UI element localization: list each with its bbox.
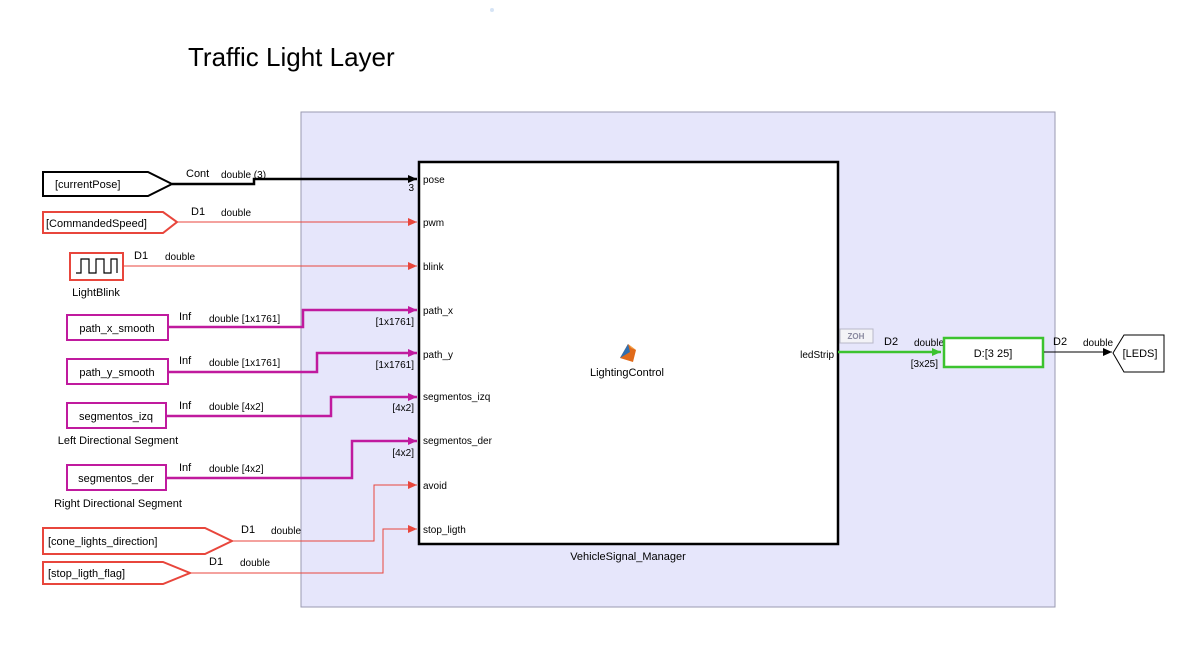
svg-text:segmentos_izq: segmentos_izq xyxy=(79,411,153,423)
signal-path-y-type: double [1x1761] xyxy=(209,358,280,369)
signal-segmentos-izq-dim: [4x2] xyxy=(392,403,414,414)
signal-path-y-line[interactable] xyxy=(168,349,417,374)
signal-path-x-dim: [1x1761] xyxy=(376,317,415,328)
zoh-badge: ZOH xyxy=(839,328,874,344)
signal-pose-dim: 3 xyxy=(408,183,414,194)
signal-segmentos-izq-type: double [4x2] xyxy=(209,402,264,413)
svg-text:[stop_ligth_flag]: [stop_ligth_flag] xyxy=(48,568,125,580)
segmentos-der-source[interactable]: segmentos_der xyxy=(66,464,167,491)
data-type-conversion-block[interactable]: D:[3 25] xyxy=(942,336,1045,369)
main-block-name: VehicleSignal_Manager xyxy=(570,551,686,563)
signal-path-y-dim: [1x1761] xyxy=(376,360,415,371)
signal-segmentos-der-type: double [4x2] xyxy=(209,464,264,475)
svg-text:path_y_smooth: path_y_smooth xyxy=(79,367,154,379)
signal-avoid-type: double xyxy=(271,526,301,537)
svg-text:ZOH: ZOH xyxy=(848,332,865,341)
signal-blink-rate: D1 xyxy=(134,250,148,262)
svg-text:[LEDS]: [LEDS] xyxy=(1123,348,1158,360)
svg-text:[currentPose]: [currentPose] xyxy=(55,179,120,191)
signal-avoid-rate: D1 xyxy=(241,524,255,536)
light-blink-caption: LightBlink xyxy=(72,287,120,299)
signal-path-x-rate: Inf xyxy=(179,311,192,323)
signal-pose-line[interactable] xyxy=(172,175,417,186)
signal-blink-type: double xyxy=(165,252,195,263)
path-x-smooth-source[interactable]: path_x_smooth xyxy=(66,314,169,341)
signal-segmentos-izq-rate: Inf xyxy=(179,400,192,412)
port-stop-ligth-label: stop_ligth xyxy=(423,525,466,536)
signal-path-x-type: double [1x1761] xyxy=(209,314,280,325)
signal-avoid-line[interactable] xyxy=(232,481,417,542)
matlab-logo-icon xyxy=(620,344,636,362)
port-segmentos-der-label: segmentos_der xyxy=(423,436,493,447)
signal-leds-type: double xyxy=(1083,338,1113,349)
port-path-y-label: path_y xyxy=(423,350,453,361)
signal-pose-type: double (3) xyxy=(221,170,266,181)
signal-segmentos-izq-line[interactable] xyxy=(166,393,417,418)
signal-segmentos-der-line[interactable] xyxy=(166,437,417,480)
signal-ledstrip-dim: [3x25] xyxy=(911,359,938,370)
signal-segmentos-der-rate: Inf xyxy=(179,462,192,474)
segmentos-izq-caption: Left Directional Segment xyxy=(58,435,178,447)
diagram-title: Traffic Light Layer xyxy=(188,42,395,72)
segmentos-der-caption: Right Directional Segment xyxy=(54,498,182,510)
signal-stop-ligth-line[interactable] xyxy=(190,525,417,574)
pulse-wave-icon xyxy=(76,258,118,274)
port-blink-label: blink xyxy=(423,262,445,273)
port-segmentos-izq-label: segmentos_izq xyxy=(423,392,490,403)
svg-text:D:[3 25]: D:[3 25] xyxy=(974,348,1013,360)
vehiclesignal-manager-block[interactable]: LightingControl xyxy=(417,160,840,546)
stop-ligth-flag-source[interactable]: [stop_ligth_flag] xyxy=(42,561,193,585)
cone-lights-direction-source[interactable]: [cone_lights_direction] xyxy=(42,527,235,555)
segmentos-izq-source[interactable]: segmentos_izq xyxy=(66,402,167,429)
leds-goto-block[interactable]: [LEDS] xyxy=(1112,334,1165,373)
svg-text:[cone_lights_direction]: [cone_lights_direction] xyxy=(48,536,157,548)
signal-stop-ligth-rate: D1 xyxy=(209,556,223,568)
lighting-control-label: LightingControl xyxy=(590,367,664,379)
svg-text:segmentos_der: segmentos_der xyxy=(78,473,154,485)
path-y-smooth-source[interactable]: path_y_smooth xyxy=(66,358,169,385)
signal-pwm-type: double xyxy=(221,208,251,219)
signal-path-x-line[interactable] xyxy=(168,306,417,329)
port-ledstrip-label: ledStrip xyxy=(800,350,834,361)
light-blink-block[interactable] xyxy=(69,252,124,281)
signal-ledstrip-type: double xyxy=(914,338,944,349)
port-pwm-label: pwm xyxy=(423,218,444,229)
signal-path-y-rate: Inf xyxy=(179,355,192,367)
signal-stop-ligth-type: double xyxy=(240,558,270,569)
port-avoid-label: avoid xyxy=(423,481,447,492)
port-path-x-label: path_x xyxy=(423,306,453,317)
signal-pose-rate: Cont xyxy=(186,168,209,180)
signal-ledstrip-rate: D2 xyxy=(884,336,898,348)
current-pose-source[interactable]: [currentPose] xyxy=(42,171,175,197)
signal-leds-rate: D2 xyxy=(1053,336,1067,348)
svg-text:path_x_smooth: path_x_smooth xyxy=(79,323,154,335)
port-pose-label: pose xyxy=(423,175,445,186)
canvas-dot xyxy=(490,8,494,12)
signal-segmentos-der-dim: [4x2] xyxy=(392,448,414,459)
svg-text:[CommandedSpeed]: [CommandedSpeed] xyxy=(46,218,147,230)
signal-pwm-rate: D1 xyxy=(191,206,205,218)
commanded-speed-source[interactable]: [CommandedSpeed] xyxy=(42,211,179,234)
